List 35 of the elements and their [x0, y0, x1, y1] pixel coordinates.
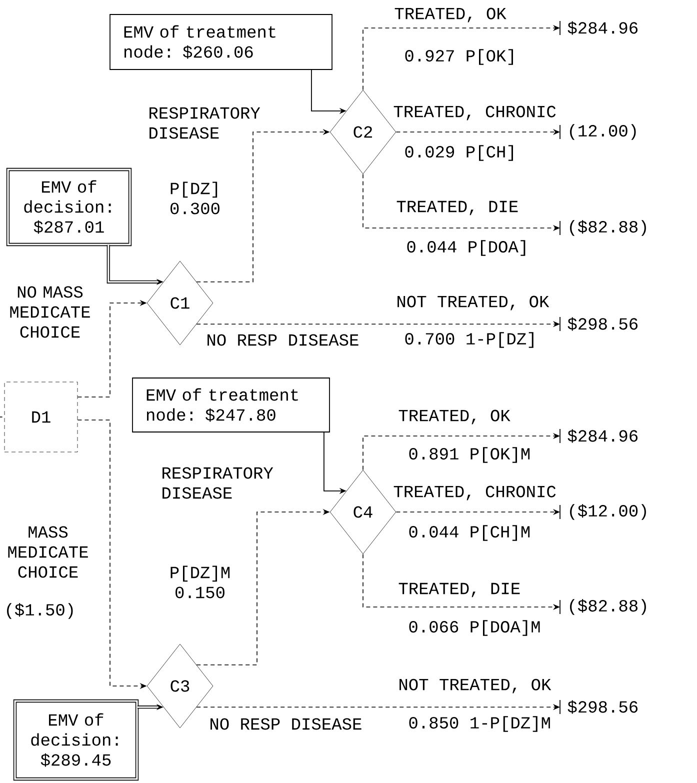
branch-label: RESPIRATORY DISEASE [150, 107, 260, 139]
probability-label: NO RESP DISEASE [210, 718, 362, 730]
branch-label: NOT TREATED, OK [400, 678, 552, 694]
branch-line [0, 416, 5, 418]
payoff-value: $284.96 [568, 21, 638, 35]
emv-callout-box: EMV of treatment node: $247.80 [132, 378, 330, 432]
probability-label: 0.850 1-P[DZ]M [409, 716, 550, 732]
probability-label: P[DZ] 0.300 [170, 182, 220, 214]
branch-label: MASS MEDICATE CHOICE [8, 526, 88, 578]
branch-label: NOT TREATED, OK [398, 296, 550, 310]
payoff-value: $298.56 [568, 700, 638, 714]
branch-label: TREATED, DIE [396, 200, 518, 216]
probability-label: 0.044 P[CH]M [409, 525, 530, 541]
emv-callout-box: EMV of decision: $287.01 [6, 168, 132, 246]
payoff-value: $284.96 [568, 429, 638, 443]
emv-callout-box: EMV of treatment node: $260.06 [110, 14, 332, 70]
emv-callout-box: EMV of decision: $289.45 [13, 699, 139, 781]
branch-label: TREATED, CHRONIC [394, 106, 556, 120]
branch-label: TREATED, DIE [398, 582, 520, 598]
payoff-value: (12.00) [570, 124, 636, 140]
probability-label: 0.700 1-P[DZ] [405, 332, 534, 348]
branch-label: TREATED, OK [398, 410, 510, 424]
branch-label: TREATED, OK [394, 8, 506, 22]
payoff-value: $298.56 [568, 317, 638, 331]
probability-label: 0.066 P[DOA]M [409, 620, 540, 636]
payoff-value: ($82.88) [570, 599, 646, 615]
payoff-value: ($82.88) [570, 220, 646, 236]
probability-label: 0.029 P[CH] [405, 145, 513, 161]
payoff-value: ($12.00) [570, 504, 646, 520]
branch-label: RESPIRATORY DISEASE [162, 467, 274, 499]
probability-label: 0.044 P[DOA] [407, 240, 526, 256]
probability-label: ($1.50) [7, 603, 73, 619]
decision-node-box: D1 [4, 382, 78, 452]
branch-label: TREATED, CHRONIC [394, 486, 556, 500]
branch-label: NO MASS MEDICATE CHOICE [10, 286, 90, 338]
